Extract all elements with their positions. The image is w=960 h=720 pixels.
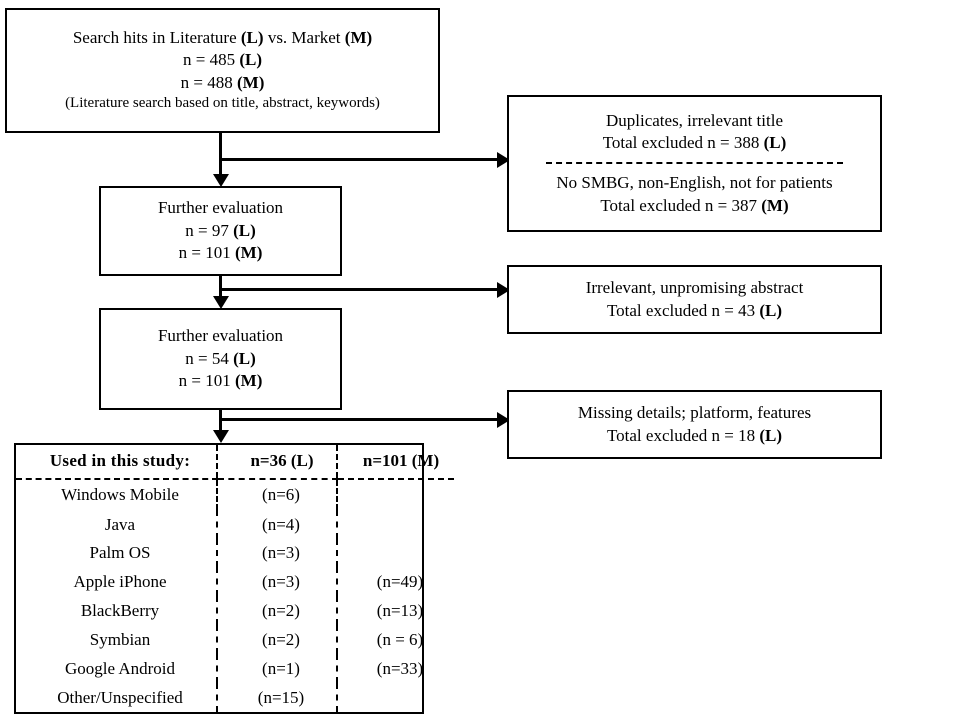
table-row: Other/Unspecified (n=15) (16, 683, 454, 712)
table-row: Apple iPhone (n=3) (n=49) (16, 567, 454, 597)
arrowhead-down-3 (213, 430, 229, 443)
search-hits-note: (Literature search based on title, abstr… (65, 95, 380, 112)
arrowhead-down-2 (213, 296, 229, 309)
used-in-study-table-box: Used in this study: n=36 (L) n=101 (M) W… (14, 443, 454, 714)
exclusion-1-divider (546, 162, 843, 164)
row-platform: Windows Mobile (61, 485, 179, 505)
eval-2-market-count: n = 101 (M) (178, 371, 263, 391)
row-market: (n = 6) (336, 625, 454, 655)
eval-2-literature-count: n = 54 (L) (185, 348, 256, 368)
table-row: Palm OS (n=3) (16, 538, 454, 568)
used-in-study-table: Used in this study: n=36 (L) n=101 (M) W… (16, 445, 454, 712)
exclusion-1-total-market: Total excluded n = 387 (M) (600, 195, 789, 215)
table-body: Used in this study: n=36 (L) n=101 (M) W… (16, 445, 454, 712)
row-literature: (n=2) (216, 596, 337, 626)
table-row: Google Android (n=1) (n=33) (16, 654, 454, 684)
search-hits-literature-count: n = 485 (L) (182, 50, 262, 70)
exclusion-3-total: Total excluded n = 18 (L) (606, 425, 783, 445)
table-row: Symbian (n=2) (n = 6) (16, 625, 454, 655)
row-platform: BlackBerry (80, 601, 160, 621)
exclusion-1-reason-literature: Duplicates, irrelevant title (605, 110, 783, 130)
further-evaluation-box-2: Further evaluation n = 54 (L) n = 101 (M… (99, 308, 342, 410)
exclusion-2-reason: Irrelevant, unpromising abstract (585, 277, 804, 297)
arrowhead-right-2 (497, 282, 510, 298)
row-market (336, 509, 454, 539)
row-literature: (n=1) (216, 654, 337, 684)
table-header-literature: n=36 (L) (216, 445, 337, 480)
row-market (336, 538, 454, 568)
search-hits-heading: Search hits in Literature (L) vs. Market… (72, 27, 373, 47)
row-market (336, 683, 454, 712)
search-hits-market-count: n = 488 (M) (180, 72, 265, 92)
row-platform: Java (104, 514, 136, 534)
table-row: Windows Mobile (n=6) (16, 479, 454, 510)
row-platform: Palm OS (89, 543, 151, 563)
eval-1-heading: Further evaluation (157, 198, 284, 218)
exclusion-1-reason-market: No SMBG, non-English, not for patients (556, 173, 833, 192)
exclusion-box-3: Missing details; platform, features Tota… (507, 390, 882, 459)
exclusion-box-2: Irrelevant, unpromising abstract Total e… (507, 265, 882, 334)
row-literature: (n=2) (216, 625, 337, 655)
exclusion-3-reason: Missing details; platform, features (577, 402, 812, 422)
row-literature: (n=3) (216, 538, 337, 568)
row-platform: Apple iPhone (73, 572, 167, 592)
table-header-row: Used in this study: n=36 (L) n=101 (M) (16, 445, 454, 480)
row-market (336, 479, 454, 510)
eval-1-literature-count: n = 97 (L) (185, 220, 256, 240)
arrowhead-right-1 (497, 152, 510, 168)
search-hits-box: Search hits in Literature (L) vs. Market… (5, 8, 440, 133)
row-market: (n=49) (336, 567, 454, 597)
eval-2-heading: Further evaluation (157, 326, 284, 346)
table-header-market: n=101 (M) (336, 445, 454, 480)
connector-branch-1 (219, 158, 507, 161)
row-market: (n=33) (336, 654, 454, 684)
row-market: (n=13) (336, 596, 454, 626)
arrowhead-down-1 (213, 174, 229, 187)
row-platform: Symbian (89, 630, 151, 650)
connector-trunk-3 (219, 410, 222, 440)
row-literature: (n=15) (216, 683, 337, 712)
further-evaluation-box-1: Further evaluation n = 97 (L) n = 101 (M… (99, 186, 342, 276)
row-platform: Google Android (64, 659, 176, 679)
arrowhead-right-3 (497, 412, 510, 428)
table-header-platform: Used in this study: (16, 445, 217, 480)
eval-1-market-count: n = 101 (M) (178, 243, 263, 263)
exclusion-1-total-literature: Total excluded n = 388 (L) (602, 133, 787, 153)
connector-trunk-1 (219, 133, 222, 180)
row-literature: (n=4) (216, 509, 337, 539)
exclusion-2-total: Total excluded n = 43 (L) (606, 300, 783, 320)
row-platform: Other/Unspecified (57, 688, 183, 708)
table-row: BlackBerry (n=2) (n=13) (16, 596, 454, 626)
connector-branch-3 (219, 418, 507, 421)
row-literature: (n=6) (216, 479, 337, 510)
exclusion-box-1: Duplicates, irrelevant title Total exclu… (507, 95, 882, 232)
table-row: Java (n=4) (16, 509, 454, 539)
row-literature: (n=3) (216, 567, 337, 597)
connector-branch-2 (219, 288, 507, 291)
